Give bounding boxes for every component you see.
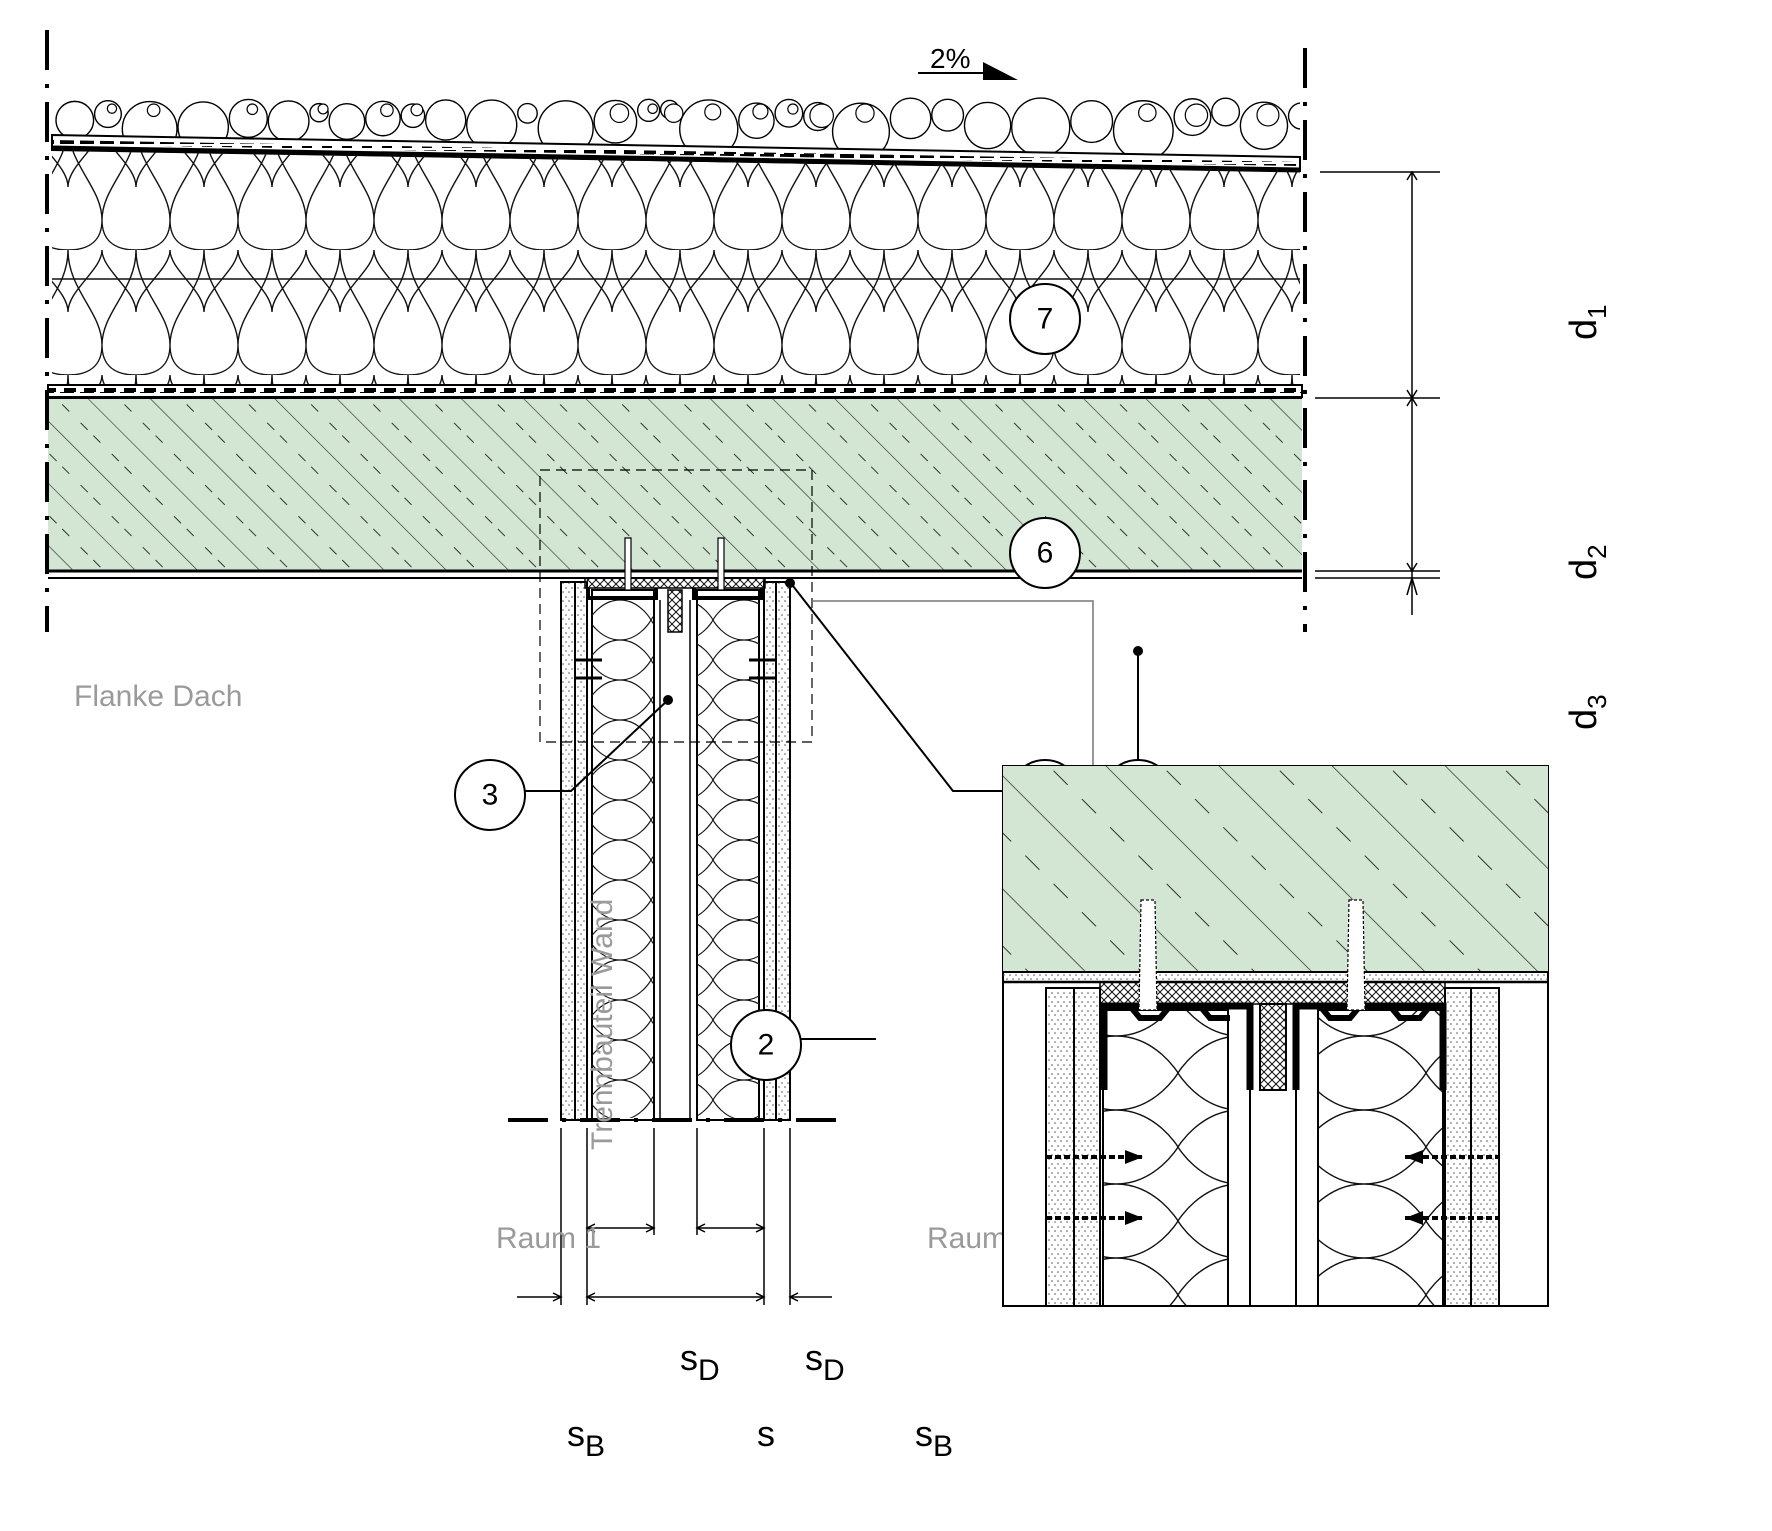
gravel-stone bbox=[517, 102, 538, 124]
gravel-stone bbox=[317, 103, 329, 115]
slope-label: 2% bbox=[930, 43, 970, 74]
gravel-stone bbox=[1112, 100, 1174, 158]
vapour-barrier bbox=[47, 384, 1303, 398]
gravel-stone bbox=[831, 102, 891, 158]
callout-6-label: 6 bbox=[1037, 537, 1054, 570]
gravel-stone bbox=[752, 103, 769, 120]
dim-d2-main: d bbox=[1563, 559, 1605, 580]
dim-sB-left-sub: B bbox=[585, 1430, 605, 1463]
dim-sB-right-main: s bbox=[915, 1413, 933, 1454]
svg-text:d1: d1 bbox=[1563, 304, 1612, 340]
gravel-layer bbox=[55, 97, 1300, 158]
gravel-stone bbox=[889, 97, 932, 140]
gravel-stone bbox=[380, 103, 394, 118]
dim-sB-left: sB bbox=[567, 1413, 605, 1463]
detail-inset bbox=[1002, 765, 1549, 1307]
svg-text:d3: d3 bbox=[1563, 694, 1612, 730]
gravel-stone bbox=[93, 99, 123, 129]
gravel-stone bbox=[1211, 97, 1241, 127]
gravel-stone bbox=[809, 103, 834, 129]
insulation-layer-7 bbox=[52, 150, 1300, 386]
gravel-stone bbox=[663, 103, 684, 123]
dim-s-main: s bbox=[757, 1413, 775, 1454]
dim-s: s bbox=[757, 1413, 775, 1454]
detail-leader bbox=[812, 600, 1094, 767]
gravel-stone bbox=[787, 103, 799, 115]
dim-d3: d3 bbox=[1563, 694, 1612, 730]
room-1-label: Raum 1 bbox=[496, 1222, 601, 1255]
dim-sD-right: sD bbox=[805, 1337, 845, 1387]
dim-d2: d2 bbox=[1563, 544, 1612, 580]
dim-sB-right: sB bbox=[915, 1413, 953, 1463]
break-lines bbox=[45, 30, 1307, 632]
callout-3-label: 3 bbox=[482, 779, 499, 812]
gravel-stone bbox=[1184, 103, 1209, 127]
concrete-slab-6 bbox=[48, 397, 1302, 579]
gravel-stone bbox=[609, 103, 630, 124]
gravel-stone bbox=[963, 101, 1012, 150]
gravel-stone bbox=[1010, 97, 1071, 157]
callout-7-label: 7 bbox=[1037, 303, 1054, 336]
separating-wall-label: Trennbauteil Wand bbox=[586, 899, 619, 1150]
slope-indicator: 2% bbox=[918, 43, 1018, 80]
callout-2-label: 2 bbox=[758, 1029, 775, 1062]
dim-d2-sub: 2 bbox=[1582, 544, 1612, 558]
dimension-s-chain bbox=[517, 1128, 832, 1305]
gravel-stone bbox=[855, 103, 875, 123]
svg-text:d2: d2 bbox=[1563, 544, 1612, 580]
flank-roof-label: Flanke Dach bbox=[74, 680, 242, 713]
gravel-stone bbox=[647, 103, 658, 115]
dim-sD-right-sub: D bbox=[823, 1354, 845, 1387]
gravel-stone bbox=[1070, 99, 1114, 144]
gravel-stone bbox=[704, 103, 722, 121]
gravel-stone bbox=[931, 98, 965, 132]
callout-2: 2 bbox=[730, 1009, 802, 1081]
gravel-stone bbox=[55, 100, 95, 140]
separating-wall bbox=[560, 537, 795, 1121]
callout-6: 6 bbox=[1009, 517, 1081, 589]
gravel-stone bbox=[328, 103, 366, 140]
callout-7: 7 bbox=[1009, 283, 1081, 355]
dim-sD-right-main: s bbox=[805, 1337, 823, 1378]
dim-sB-right-sub: B bbox=[933, 1430, 953, 1463]
gravel-stone bbox=[424, 99, 467, 141]
callout-3: 3 bbox=[454, 759, 526, 831]
dimension-d-chain bbox=[1315, 170, 1440, 615]
dim-d3-sub: 3 bbox=[1582, 694, 1612, 708]
dim-d1: d1 bbox=[1563, 304, 1612, 340]
dim-sD-left-sub: D bbox=[698, 1354, 720, 1387]
dim-d1-main: d bbox=[1563, 319, 1605, 340]
gravel-stone bbox=[410, 103, 424, 117]
gravel-stone bbox=[246, 103, 259, 116]
dim-d1-sub: 1 bbox=[1582, 304, 1612, 318]
gravel-stone bbox=[106, 103, 118, 114]
dim-sD-left: sD bbox=[680, 1337, 720, 1387]
gravel-stone bbox=[146, 103, 161, 118]
dim-d3-main: d bbox=[1563, 709, 1605, 730]
gravel-stone bbox=[267, 100, 310, 143]
gravel-stone bbox=[1256, 103, 1280, 127]
gravel-stone bbox=[1138, 103, 1157, 122]
detail-frame-marker bbox=[539, 469, 813, 743]
gravel-stone bbox=[774, 98, 804, 128]
dim-sD-left-main: s bbox=[680, 1337, 698, 1378]
dim-sB-left-main: s bbox=[567, 1413, 585, 1454]
gravel-stone bbox=[1287, 102, 1300, 130]
